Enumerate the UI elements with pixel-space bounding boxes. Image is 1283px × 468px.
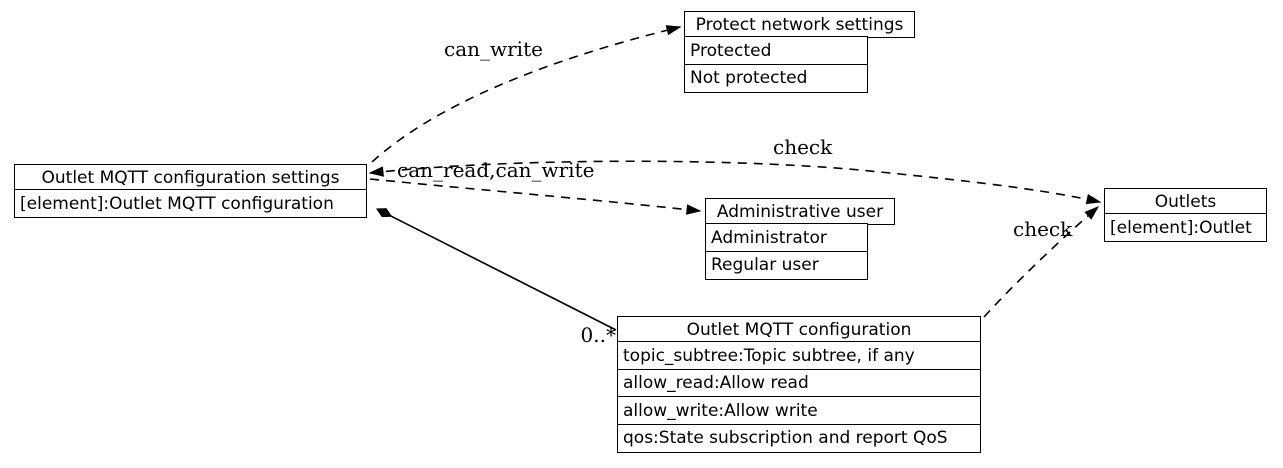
edge-label-can-write: can_write [444, 37, 543, 61]
node-row: topic_subtree:Topic subtree, if any [617, 341, 981, 371]
edge-check-config-outlets [983, 207, 1098, 318]
node-protect-network-settings: Protect network settings Protected Not p… [684, 11, 915, 93]
node-row: Administrator [705, 223, 868, 253]
node-protect-network-settings-title: Protect network settings [684, 11, 915, 38]
node-outlets: Outlets [element]:Outlet [1104, 188, 1267, 243]
edge-can-write [371, 27, 680, 163]
edge-label-check-settings-outlets: check [773, 135, 833, 159]
node-outlet-mqtt-configuration: Outlet MQTT configuration topic_subtree:… [617, 316, 981, 453]
node-row: allow_read:Allow read [617, 368, 981, 398]
node-row: Regular user [705, 250, 868, 280]
node-administrative-user-title: Administrative user [705, 198, 895, 225]
edge-can-read-can-write [369, 178, 700, 211]
node-outlets-title: Outlets [1104, 188, 1267, 215]
node-row: [element]:Outlet MQTT configuration [14, 189, 367, 219]
node-row: qos:State subscription and report QoS [617, 423, 981, 453]
node-outlet-mqtt-configuration-settings: Outlet MQTT configuration settings [elem… [14, 164, 367, 219]
edge-check-settings-outlets [370, 160, 1100, 202]
edge-label-multiplicity: 0..* [580, 323, 616, 347]
node-row: Protected [684, 36, 868, 66]
node-row: Not protected [684, 63, 868, 93]
edge-label-can-read-can-write: can_read,can_write [397, 158, 595, 182]
edge-composition [376, 208, 617, 331]
node-outlet-mqtt-configuration-title: Outlet MQTT configuration [617, 316, 981, 343]
node-row: [element]:Outlet [1104, 213, 1267, 243]
edge-label-check-config-outlets: check [1013, 217, 1073, 241]
node-row: allow_write:Allow write [617, 396, 981, 426]
node-administrative-user: Administrative user Administrator Regula… [705, 198, 895, 280]
node-outlet-mqtt-configuration-settings-title: Outlet MQTT configuration settings [14, 164, 367, 191]
